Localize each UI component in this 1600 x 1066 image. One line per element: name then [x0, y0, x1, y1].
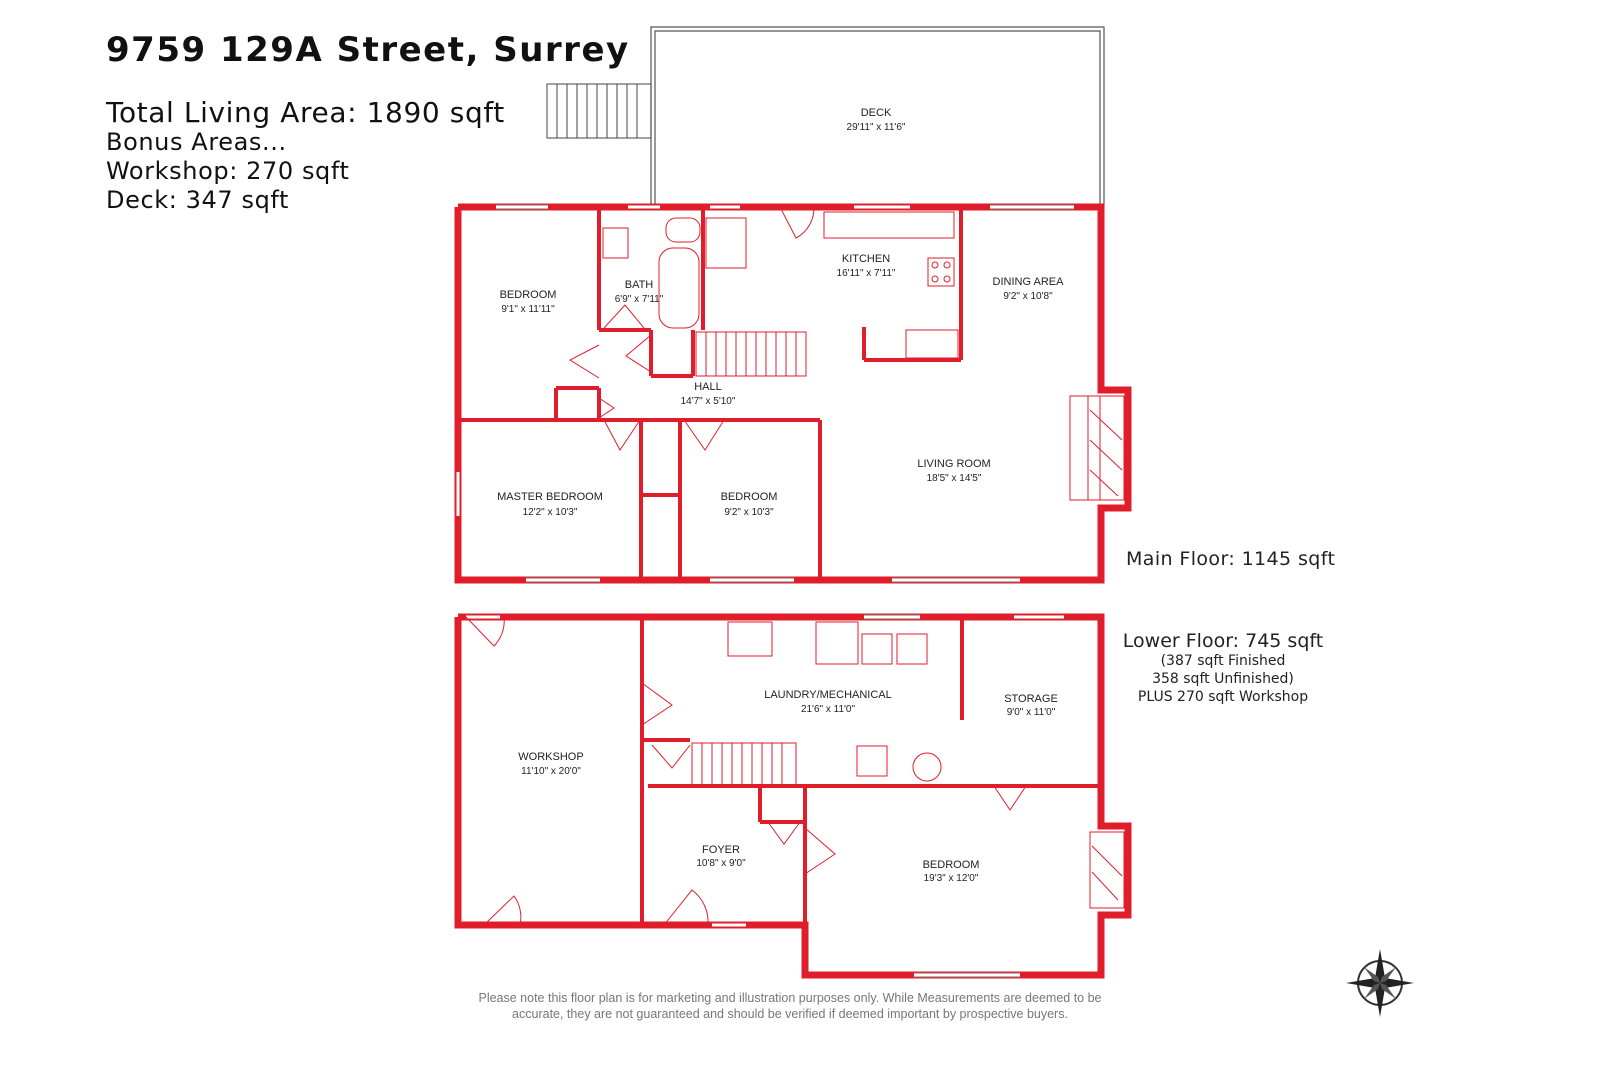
room-dim-bath: 6'9" x 7'11"	[615, 294, 664, 305]
lower-floor-area-block: Lower Floor: 745 sqft (387 sqft Finished…	[1118, 630, 1328, 706]
room-name-bedroom-2: BEDROOM	[721, 491, 778, 503]
room-name-storage: STORAGE	[1004, 693, 1058, 705]
room-dim-lower-bedroom: 19'3" x 12'0"	[924, 873, 979, 884]
address-title: 9759 129A Street, Surrey	[106, 30, 630, 70]
main-floor-walls	[454, 203, 1132, 584]
room-dim-workshop: 11'10" x 20'0"	[521, 766, 581, 777]
disclaimer-line-1: Please note this floor plan is for marke…	[478, 991, 1102, 1005]
disclaimer-line-2: accurate, they are not guaranteed and sh…	[512, 1007, 1068, 1021]
total-living-area: Total Living Area: 1890 sqft	[106, 96, 505, 129]
lower-floor-doors	[465, 616, 1027, 926]
lower-floor-windows	[466, 615, 1064, 977]
main-floor-window-lines	[496, 204, 1074, 583]
lower-floor-workshop-note: PLUS 270 sqft Workshop	[1137, 689, 1309, 705]
room-name-bedroom-1: BEDROOM	[500, 289, 557, 301]
lower-floor-walls	[454, 613, 1132, 979]
main-floor-area-label: Main Floor: 1145 sqft	[1126, 548, 1336, 570]
lower-floor-fixtures	[727, 621, 1125, 909]
room-dim-master-bedroom: 12'2" x 10'3"	[523, 507, 578, 518]
workshop-area: Workshop: 270 sqft	[106, 157, 350, 185]
room-name-deck: DECK	[861, 107, 892, 119]
lower-floor-unfinished: 358 sqft Unfinished)	[1152, 671, 1294, 687]
room-name-foyer: FOYER	[702, 844, 740, 856]
bonus-areas-label: Bonus Areas...	[106, 128, 287, 156]
room-dim-bedroom-1: 9'1" x 11'11"	[501, 304, 555, 315]
room-name-laundry: LAUNDRY/MECHANICAL	[764, 689, 892, 701]
room-name-dining: DINING AREA	[993, 276, 1065, 288]
main-floor-inner-walls	[458, 207, 963, 580]
room-dim-bedroom-2: 9'2" x 10'3"	[724, 507, 774, 518]
lower-floor-window-lines	[864, 614, 1020, 978]
room-dim-laundry: 21'6" x 11'0"	[801, 704, 856, 715]
deck-area: Deck: 347 sqft	[106, 186, 290, 214]
room-dim-foyer: 10'8" x 9'0"	[696, 858, 746, 869]
room-name-bath: BATH	[625, 279, 654, 291]
lower-floor-inner-walls	[640, 617, 1101, 925]
room-name-lower-bedroom: BEDROOM	[923, 859, 980, 871]
compass-rose-icon	[1346, 949, 1414, 1017]
main-floor-doors	[568, 206, 815, 451]
disclaimer: Please note this floor plan is for marke…	[420, 990, 1160, 1022]
room-name-hall: HALL	[694, 381, 722, 393]
room-dim-kitchen: 16'11" x 7'11"	[837, 268, 896, 279]
room-dim-living-room: 18'5" x 14'5"	[927, 473, 982, 484]
room-name-master-bedroom: MASTER BEDROOM	[497, 491, 603, 503]
main-floor-windows	[456, 205, 1074, 582]
main-stairs	[695, 331, 807, 377]
lower-floor-area-label: Lower Floor: 745 sqft	[1122, 630, 1324, 652]
room-name-workshop: WORKSHOP	[518, 751, 583, 763]
deck-stairs	[546, 83, 652, 139]
main-floor-fixtures	[602, 211, 1125, 501]
lower-stairs	[691, 742, 797, 786]
room-name-kitchen: KITCHEN	[842, 253, 890, 265]
room-dim-dining: 9'2" x 10'8"	[1003, 291, 1053, 302]
lower-floor-finished: (387 sqft Finished	[1160, 653, 1286, 669]
room-dim-storage: 9'0" x 11'0"	[1007, 707, 1056, 718]
room-dim-hall: 14'7" x 5'10"	[681, 396, 736, 407]
room-name-living-room: LIVING ROOM	[917, 458, 990, 470]
room-dim-deck: 29'11" x 11'6"	[847, 122, 906, 133]
